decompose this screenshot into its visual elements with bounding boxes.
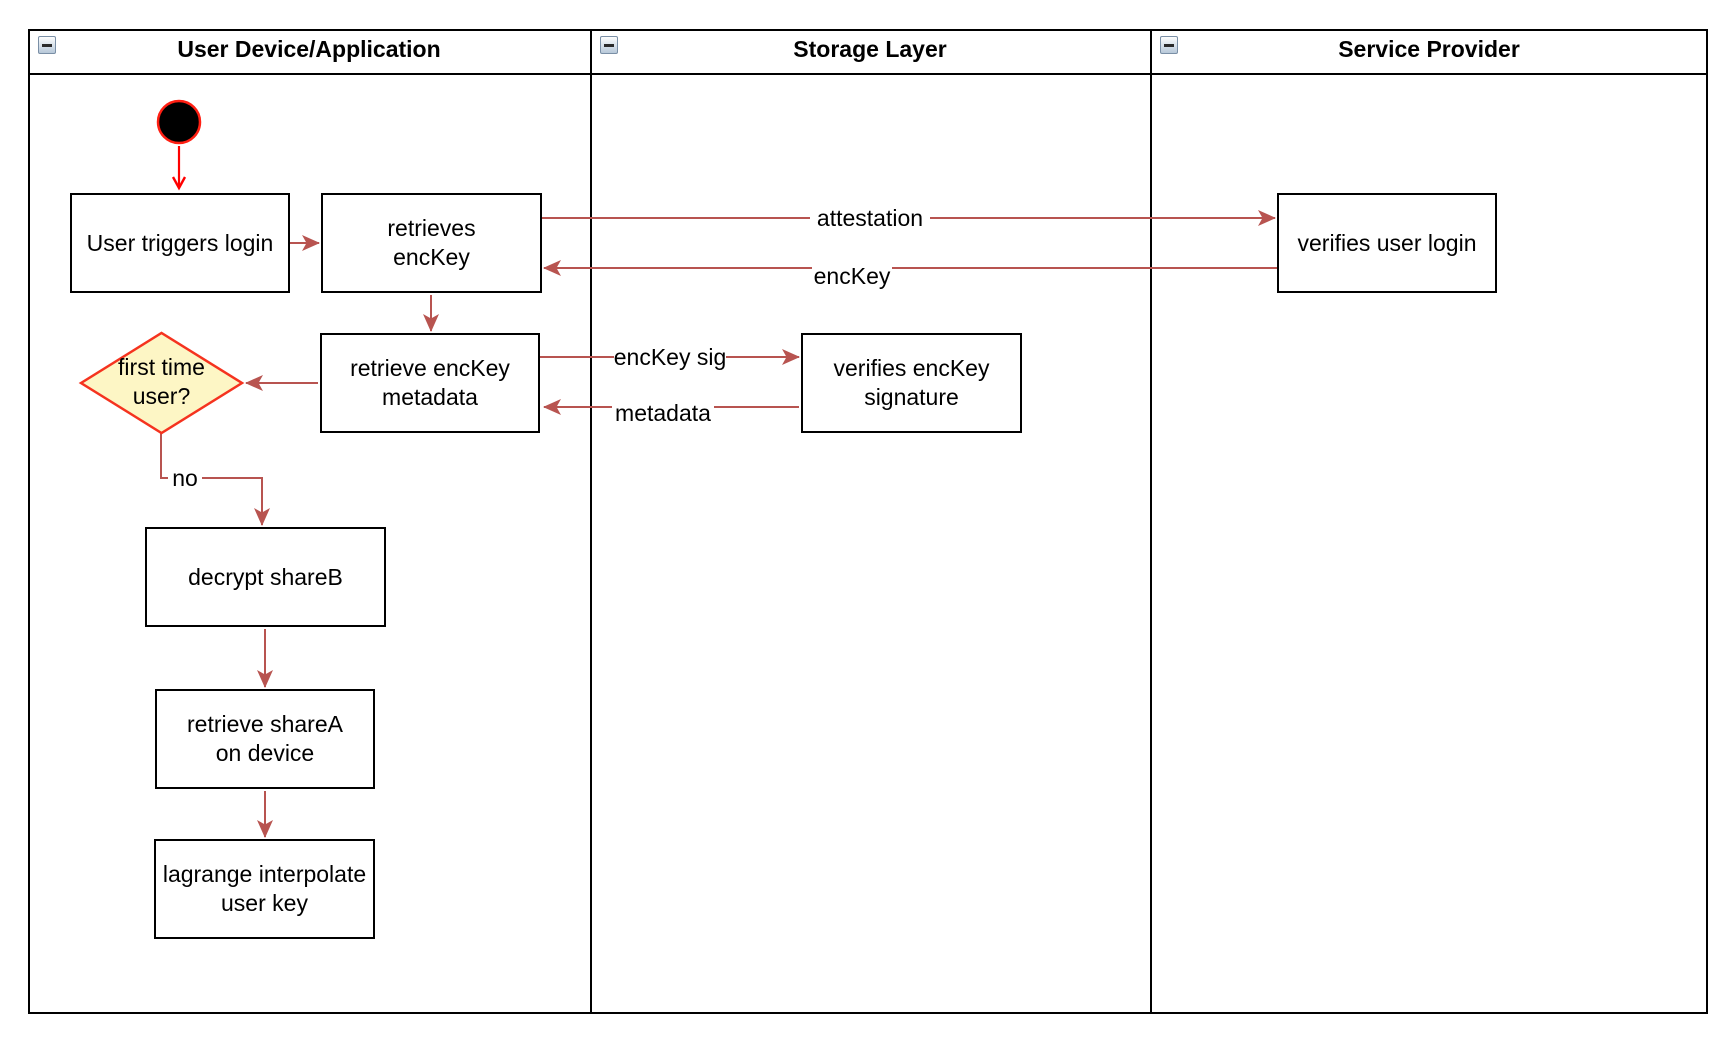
collapse-lane-service-button[interactable] bbox=[1160, 36, 1178, 54]
edge-label-no: no bbox=[168, 465, 202, 491]
decision-first-time-user[interactable] bbox=[78, 331, 245, 435]
node-user-triggers-login[interactable]: User triggers login bbox=[70, 193, 290, 293]
lane-title-storage-layer: Storage Layer bbox=[793, 35, 947, 62]
node-label: lagrange interpolate user key bbox=[162, 861, 367, 916]
edge-label-enckey: encKey bbox=[812, 263, 892, 290]
node-label: User triggers login bbox=[86, 229, 274, 256]
lane-title-service-provider: Service Provider bbox=[1338, 35, 1520, 62]
edge-label-attestation: attestation bbox=[810, 205, 930, 232]
decision-label-text: first time user? bbox=[118, 354, 205, 409]
minus-icon bbox=[1164, 43, 1174, 47]
node-label: decrypt shareB bbox=[188, 563, 343, 590]
decision-label: first time user? bbox=[96, 353, 227, 411]
initial-node[interactable] bbox=[156, 99, 202, 145]
minus-icon bbox=[604, 43, 614, 47]
lane-title-user-device: User Device/Application bbox=[177, 35, 441, 62]
node-retrieve-sharea[interactable]: retrieve shareA on device bbox=[155, 689, 375, 789]
node-label: retrieves encKey bbox=[387, 215, 476, 270]
collapse-lane-user-device-button[interactable] bbox=[38, 36, 56, 54]
node-lagrange-interpolate[interactable]: lagrange interpolate user key bbox=[154, 839, 375, 939]
node-retrieve-enckey-metadata[interactable]: retrieve encKey metadata bbox=[320, 333, 540, 433]
node-retrieves-enckey[interactable]: retrieves encKey bbox=[321, 193, 542, 293]
diagram-outer-border bbox=[28, 29, 1708, 1014]
lane-header-divider bbox=[28, 73, 1708, 75]
minus-icon bbox=[42, 43, 52, 47]
node-verifies-enckey-signature[interactable]: verifies encKey signature bbox=[801, 333, 1022, 433]
node-decrypt-shareb[interactable]: decrypt shareB bbox=[145, 527, 386, 627]
node-verifies-user-login[interactable]: verifies user login bbox=[1277, 193, 1497, 293]
collapse-lane-storage-button[interactable] bbox=[600, 36, 618, 54]
lane-divider-1 bbox=[590, 29, 592, 1014]
node-label: retrieve shareA on device bbox=[187, 711, 343, 766]
edge-no-branch bbox=[160, 433, 270, 526]
node-label: verifies user login bbox=[1297, 229, 1477, 256]
node-label: retrieve encKey metadata bbox=[350, 355, 510, 410]
edge-label-metadata: metadata bbox=[612, 399, 714, 427]
lane-divider-2 bbox=[1150, 29, 1152, 1014]
edge-label-enckey-sig: encKey sig bbox=[613, 344, 727, 371]
node-label: verifies encKey signature bbox=[833, 355, 990, 410]
